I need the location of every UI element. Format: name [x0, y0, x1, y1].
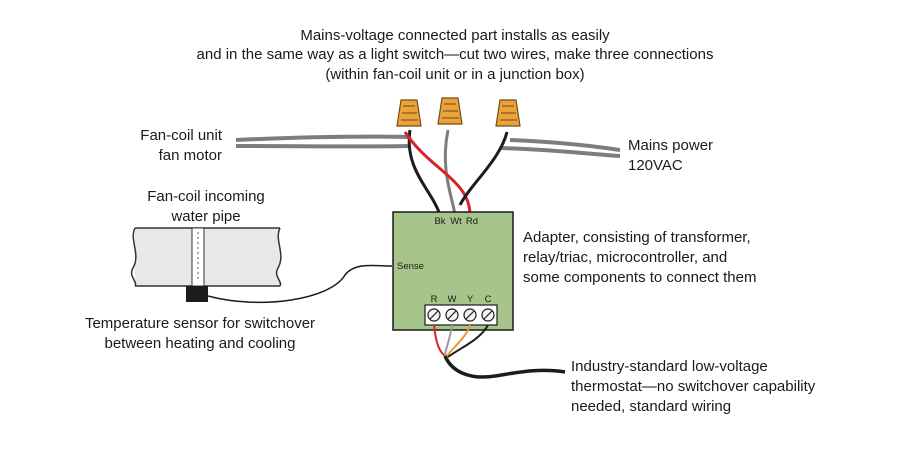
thermostat-white-wire: [444, 324, 453, 357]
mains-cable-2: [499, 146, 621, 158]
header-line-2: and in the same way as a light switch—cu…: [197, 46, 714, 63]
neutral-wire: [458, 131, 509, 206]
thermostat-label-2: thermostat—no switchover capability: [571, 378, 816, 395]
terminal-c: C: [485, 294, 492, 305]
adapter-label-1: Adapter, consisting of transformer,: [523, 229, 751, 246]
screw-r: [427, 308, 441, 322]
thermostat-common-wire: [447, 324, 489, 358]
mains-label-1: Mains power: [628, 137, 713, 154]
screw-y: [463, 308, 477, 322]
screw-w: [445, 308, 459, 322]
thermostat-label-1: Industry-standard low-voltage: [571, 358, 768, 375]
terminal-w: W: [448, 294, 457, 305]
thermostat-label-3: needed, standard wiring: [571, 398, 731, 415]
wire-nut-middle: [437, 97, 463, 125]
terminal-block: [424, 304, 498, 326]
adapter-box: Bk Wt Rd Sense R W Y C: [392, 211, 514, 331]
thermostat-yellow-wire: [446, 324, 471, 357]
pipe-label-1: Fan-coil incoming: [147, 188, 265, 205]
white-wire: [443, 129, 457, 216]
red-wire: [403, 131, 472, 216]
pipe-label-2: water pipe: [170, 208, 240, 225]
thermostat-red-wire: [433, 324, 446, 357]
black-wire: [407, 129, 442, 216]
terminal-wt: Wt: [450, 216, 462, 227]
sensor-label-2: between heating and cooling: [105, 335, 296, 352]
sense-label: Sense: [397, 261, 424, 272]
wire-nut-right: [495, 99, 521, 127]
fan-coil-label-1: Fan-coil unit: [140, 127, 223, 144]
sensor-wire: [207, 264, 393, 304]
wire-nut-left: [396, 99, 422, 127]
mains-cable: [509, 138, 621, 152]
sensor-label-1: Temperature sensor for switchover: [85, 315, 315, 332]
water-pipe: [130, 227, 282, 287]
screw-c: [481, 308, 495, 322]
terminal-r: R: [431, 294, 438, 305]
temperature-sensor: [186, 286, 208, 302]
fan-motor-cable: [235, 134, 411, 142]
mains-label-2: 120VAC: [628, 157, 683, 174]
header-line-3: (within fan-coil unit or in a junction b…: [325, 66, 584, 83]
adapter-label-3: some components to connect them: [523, 269, 756, 286]
terminal-y: Y: [467, 294, 474, 305]
thermostat-cable: [443, 355, 566, 379]
terminal-bk: Bk: [434, 216, 445, 227]
fan-coil-label-2: fan motor: [159, 147, 222, 164]
adapter-label-2: relay/triac, microcontroller, and: [523, 249, 727, 266]
terminal-rd: Rd: [466, 216, 478, 227]
header-line-1: Mains-voltage connected part installs as…: [300, 27, 610, 44]
